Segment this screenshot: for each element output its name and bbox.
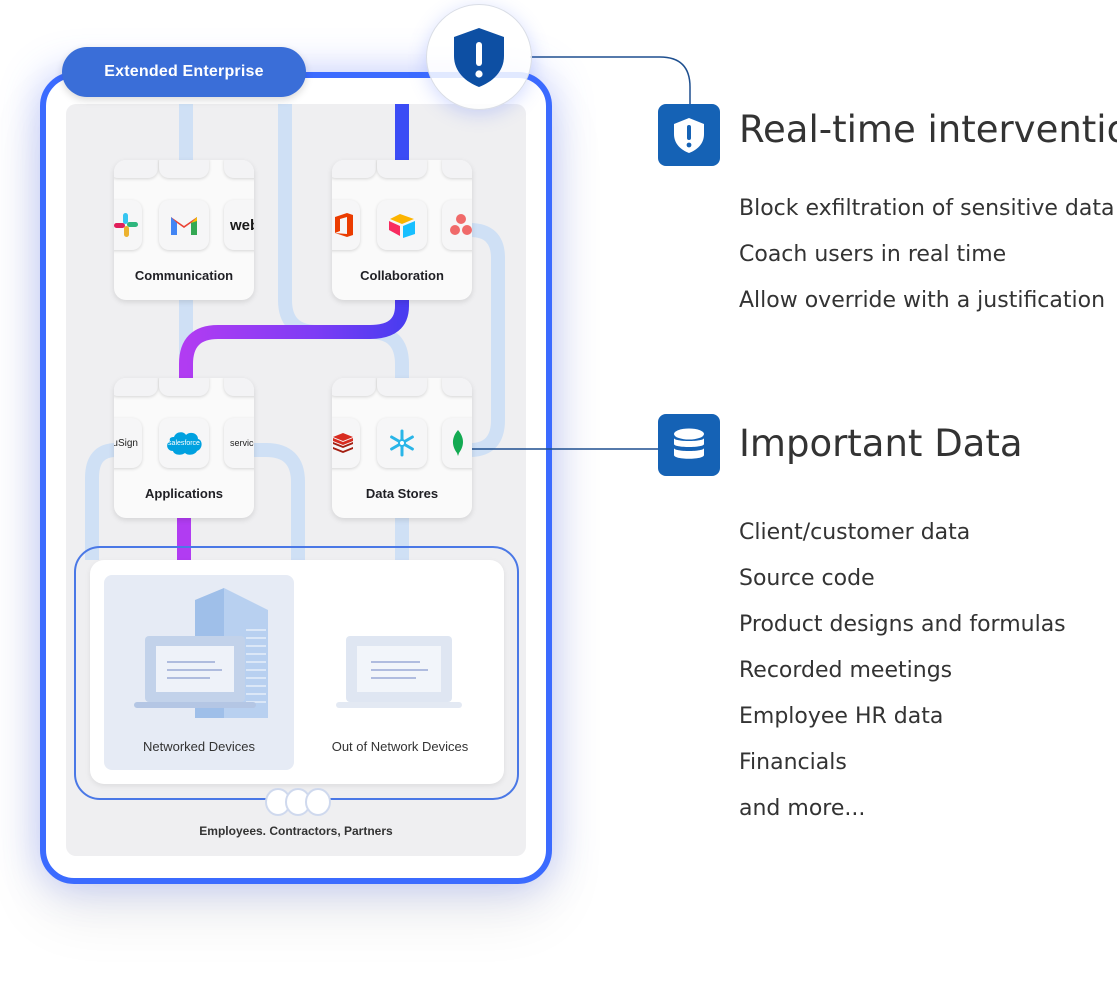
webex-icon: web [230, 216, 254, 234]
applications-label: Applications [144, 486, 223, 501]
data-item: Source code [739, 566, 875, 591]
salesforce-icon [167, 432, 202, 455]
intervention-item: Coach users in real time [739, 242, 1007, 267]
data-item: Employee HR data [739, 704, 944, 729]
servicenow-icon: service [230, 438, 254, 448]
database-icon-box [658, 414, 720, 476]
gmail-icon [171, 217, 197, 235]
gmail-tile [159, 200, 209, 250]
salesforce-text: salesforce [168, 439, 200, 447]
collaboration-card[interactable]: Collaboration [332, 160, 472, 300]
shield-alert-icon [454, 28, 504, 87]
office-icon [335, 213, 353, 237]
tile-top [332, 160, 376, 178]
mongodb-icon [452, 430, 464, 456]
redis-tile [332, 418, 360, 468]
collaboration-label: Collaboration [360, 268, 444, 283]
tile-top [442, 160, 472, 178]
tile-top [442, 378, 472, 396]
tile-top [377, 378, 427, 396]
slack-icon [114, 213, 138, 237]
tile-top [224, 160, 254, 178]
communication-label: Communication [134, 268, 234, 283]
tile-top [377, 160, 427, 178]
servicenow-tile: service [224, 418, 254, 468]
data-stores-label: Data Stores [365, 486, 439, 501]
out-of-network-devices-label: Out of Network Devices [331, 739, 469, 754]
tile-top [224, 378, 254, 396]
path-light-5 [85, 443, 117, 560]
applications-card[interactable]: cuSign salesforce service Applications [114, 378, 254, 518]
callout-line-shield [530, 56, 691, 104]
docusign-icon: cuSign [114, 437, 138, 449]
section-title-important-data: Important Data [739, 422, 1023, 465]
snowflake-icon [390, 429, 414, 457]
alert-shield-badge [426, 4, 532, 110]
asana-tile [442, 200, 472, 250]
path-purple [179, 300, 409, 380]
data-item: Product designs and formulas [739, 612, 1066, 637]
tile-top [332, 378, 376, 396]
shield-icon-box [658, 104, 720, 166]
data-item: Client/customer data [739, 520, 971, 545]
tile-top [114, 378, 158, 396]
snowflake-tile [377, 418, 427, 468]
section-title-intervention: Real-time intervention [739, 108, 1117, 151]
tile-top [159, 378, 209, 396]
data-item: and more... [739, 796, 866, 821]
path-light-6 [254, 443, 305, 560]
extended-enterprise-label: Extended Enterprise [62, 47, 306, 97]
remote-laptop-icon [336, 636, 462, 708]
mongodb-tile [442, 418, 472, 468]
redis-icon [333, 433, 353, 453]
database-icon [674, 428, 704, 459]
slack-tile [114, 200, 142, 250]
path-light-4 [469, 223, 505, 457]
data-item: Recorded meetings [739, 658, 953, 683]
salesforce-tile: salesforce [159, 418, 209, 468]
communication-card[interactable]: web Communication [114, 160, 254, 300]
shield-icon [674, 118, 704, 153]
data-item: Financials [739, 750, 847, 775]
docusign-tile: cuSign [114, 418, 142, 468]
employees-label: Employees. Contractors, Partners [199, 824, 393, 838]
intervention-item: Allow override with a justification [739, 288, 1106, 313]
networked-devices-label: Networked Devices [143, 739, 255, 754]
tile-top [114, 160, 158, 178]
webex-tile: web [224, 200, 254, 250]
data-stores-card[interactable]: Data Stores [332, 378, 472, 518]
tile-top [159, 160, 209, 178]
airtable-icon [389, 214, 415, 238]
office-tile [332, 200, 360, 250]
airtable-tile [377, 200, 427, 250]
people-icon [265, 788, 331, 816]
networked-laptop-icon [134, 636, 256, 708]
intervention-item: Block exfiltration of sensitive data [739, 196, 1115, 221]
asana-icon [450, 214, 472, 235]
